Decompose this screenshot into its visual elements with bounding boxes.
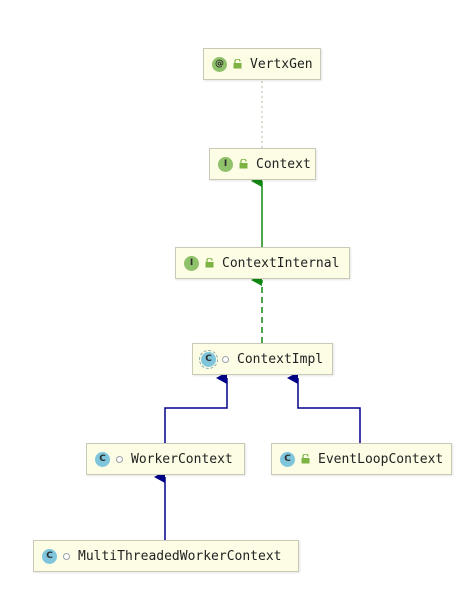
node-label: VertxGen [250, 56, 313, 72]
public-lock-icon [205, 258, 214, 268]
node-label: ContextInternal [222, 255, 340, 271]
package-private-dot-icon [116, 455, 123, 463]
package-private-dot-icon [222, 355, 229, 363]
node-contextimpl[interactable]: C ContextImpl [192, 343, 333, 375]
node-label: Context [256, 156, 311, 172]
node-contextinternal[interactable]: I ContextInternal [175, 247, 350, 279]
node-workercontext[interactable]: C WorkerContext [86, 443, 245, 475]
node-label: ContextImpl [237, 351, 324, 367]
public-lock-icon [239, 159, 248, 169]
public-lock-icon [233, 59, 242, 69]
public-lock-icon [301, 454, 310, 464]
node-label: WorkerContext [131, 451, 233, 467]
node-multithreadedworkercontext[interactable]: C MultiThreadedWorkerContext [33, 540, 299, 572]
package-private-dot-icon [63, 552, 70, 560]
interface-icon: I [184, 255, 199, 271]
class-icon: C [42, 548, 57, 564]
edge-workercontext-contextimpl [164, 372, 228, 443]
abstract-class-icon: C [199, 349, 218, 369]
class-icon: C [95, 451, 110, 467]
interface-icon: I [218, 156, 233, 172]
node-eventloopcontext[interactable]: C EventLoopContext [271, 443, 452, 475]
node-label: MultiThreadedWorkerContext [78, 548, 282, 564]
node-context[interactable]: I Context [209, 148, 316, 180]
class-icon: C [280, 451, 295, 467]
node-vertxgen[interactable]: @ VertxGen [203, 48, 321, 80]
edge-eventloopcontext-contextimpl [287, 372, 361, 443]
annotation-icon: @ [212, 56, 227, 72]
node-label: EventLoopContext [318, 451, 444, 467]
